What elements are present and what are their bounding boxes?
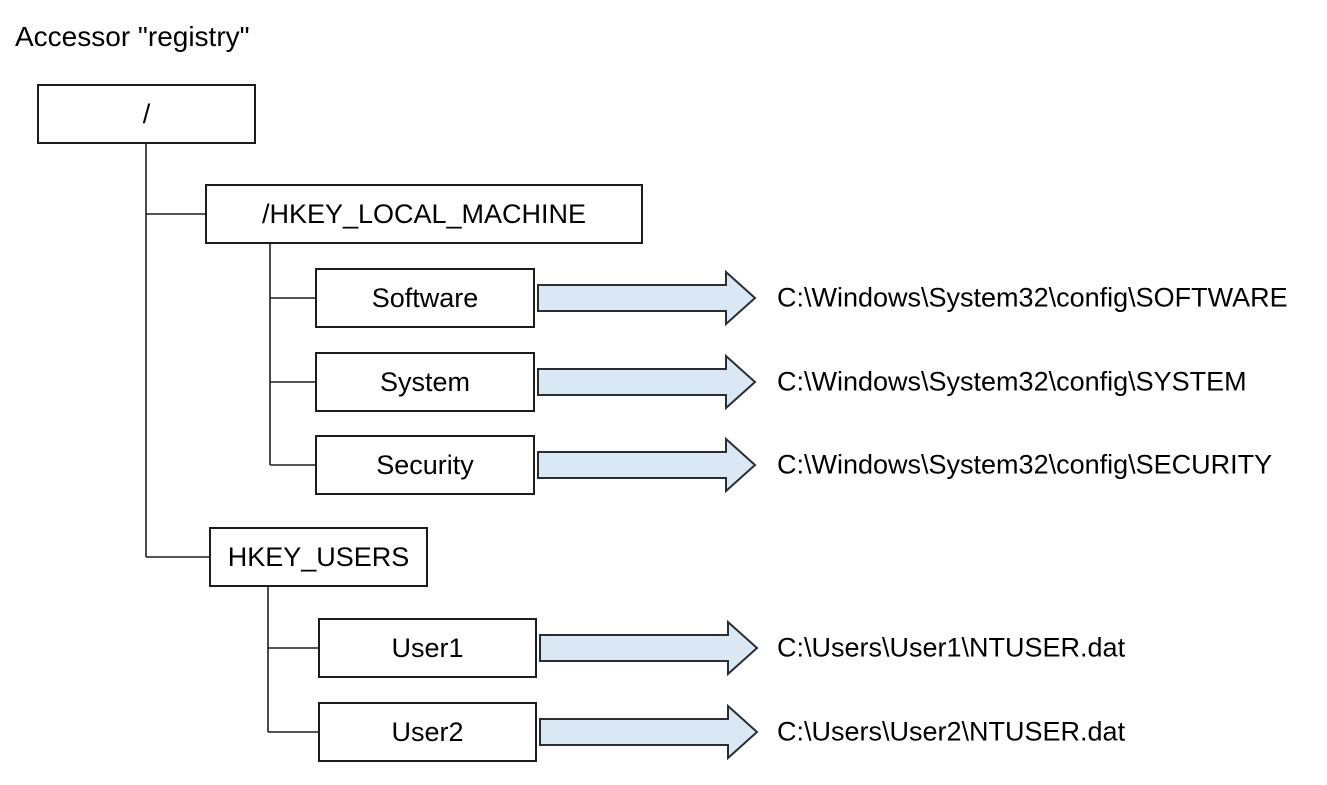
file-path-label-system: C:\Windows\System32\config\SYSTEM	[777, 366, 1247, 397]
mapping-arrow-icon	[537, 354, 757, 410]
node-system-label: System	[379, 366, 471, 397]
file-path-label-security: C:\Windows\System32\config\SECURITY	[777, 449, 1273, 480]
file-path-label-software: C:\Windows\System32\config\SOFTWARE	[777, 282, 1288, 313]
node-security: Security	[315, 435, 535, 495]
node-hkey-local-machine: /HKEY_LOCAL_MACHINE	[205, 184, 643, 244]
node-software: Software	[315, 268, 535, 328]
mapping-arrow-icon	[539, 620, 759, 676]
node-hkey-users: HKEY_USERS	[209, 527, 428, 587]
node-user2-label: User2	[391, 716, 464, 747]
node-hkey-local-machine-label: /HKEY_LOCAL_MACHINE	[261, 198, 587, 229]
diagram-title: Accessor "registry"	[15, 21, 250, 52]
node-security-label: Security	[376, 449, 474, 480]
mapping-arrow-icon	[537, 270, 757, 326]
node-root: /	[37, 84, 256, 144]
node-user2: User2	[318, 702, 537, 762]
node-user1-label: User1	[391, 632, 464, 663]
mapping-arrow-icon	[539, 704, 759, 760]
file-path-label-user2: C:\Users\User2\NTUSER.dat	[777, 716, 1126, 747]
node-root-label: /	[142, 98, 151, 129]
node-hkey-users-label: HKEY_USERS	[227, 541, 410, 572]
node-system: System	[315, 352, 535, 412]
node-software-label: Software	[371, 282, 479, 313]
node-user1: User1	[318, 618, 537, 678]
file-path-label-user1: C:\Users\User1\NTUSER.dat	[777, 632, 1126, 663]
mapping-arrow-icon	[537, 437, 757, 493]
